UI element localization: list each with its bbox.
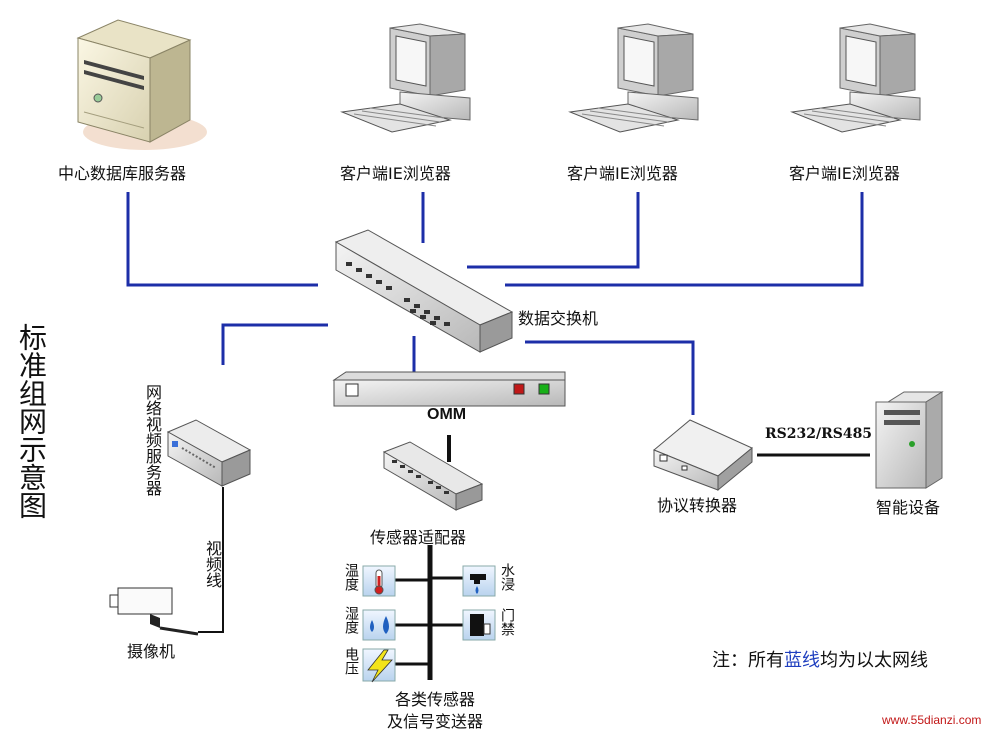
line-client3	[505, 192, 864, 287]
client3-label: 客户端IE浏览器	[789, 164, 900, 183]
video-server-icon	[166, 419, 252, 487]
db-server-label: 中心数据库服务器	[58, 164, 187, 183]
sensor-adapter-label: 传感器适配器	[370, 528, 467, 547]
legend-note-blue: 蓝线	[784, 650, 820, 671]
water-sensor-icon	[462, 565, 496, 597]
db-server-icon	[76, 19, 207, 150]
pc-icon-3	[790, 23, 921, 133]
temperature-label: 温度	[343, 563, 359, 591]
camera-label: 摄像机	[127, 642, 176, 661]
sensors-label-line2: 及信号变送器	[387, 712, 484, 731]
ethernet-lines	[126, 192, 864, 633]
water-label: 水浸	[499, 563, 515, 591]
video-server-label: 网络视频服务器	[143, 384, 162, 496]
omm-device-icon	[332, 371, 566, 407]
legend-note: 注：所有蓝线均为以太网线	[712, 646, 928, 672]
video-line-label: 视频线	[203, 540, 222, 588]
line-db-server	[126, 192, 318, 287]
watermark: www.55dianzi.com	[882, 713, 982, 727]
door-sensor-icon	[462, 609, 496, 641]
pc-icon-2	[568, 23, 699, 133]
humidity-label: 湿度	[343, 606, 359, 634]
temperature-sensor-icon	[362, 565, 396, 597]
door-label: 门禁	[499, 608, 515, 636]
serial-lines	[395, 435, 870, 680]
omm-label: OMM	[427, 406, 467, 423]
legend-note-suffix: 均为以太网线	[820, 650, 928, 671]
legend-note-prefix: 注：所有	[712, 650, 784, 671]
smart-device-label: 智能设备	[876, 498, 941, 517]
protocol-converter-icon	[653, 419, 753, 492]
voltage-sensor-icon	[362, 648, 396, 683]
sensor-adapter-icon	[382, 441, 484, 511]
line-client2	[467, 192, 640, 269]
diagram-title: 标准组网示意图	[15, 323, 48, 519]
rs-interface-label: RS232/RS485	[765, 426, 873, 442]
client1-label: 客户端IE浏览器	[340, 164, 451, 183]
sensors-label-line1: 各类传感器	[395, 690, 476, 709]
smart-device-icon	[875, 391, 944, 489]
humidity-sensor-icon	[362, 609, 396, 641]
camera-icon	[109, 587, 199, 636]
line-video-server	[221, 323, 328, 365]
switch-icon	[334, 229, 514, 353]
protocol-converter-label: 协议转换器	[657, 496, 738, 515]
pc-icon-1	[340, 23, 471, 133]
voltage-label: 电压	[343, 647, 359, 675]
line-protocol-converter	[525, 340, 695, 415]
switch-label: 数据交换机	[518, 309, 599, 328]
line-video-cable	[198, 487, 224, 633]
client2-label: 客户端IE浏览器	[567, 164, 678, 183]
